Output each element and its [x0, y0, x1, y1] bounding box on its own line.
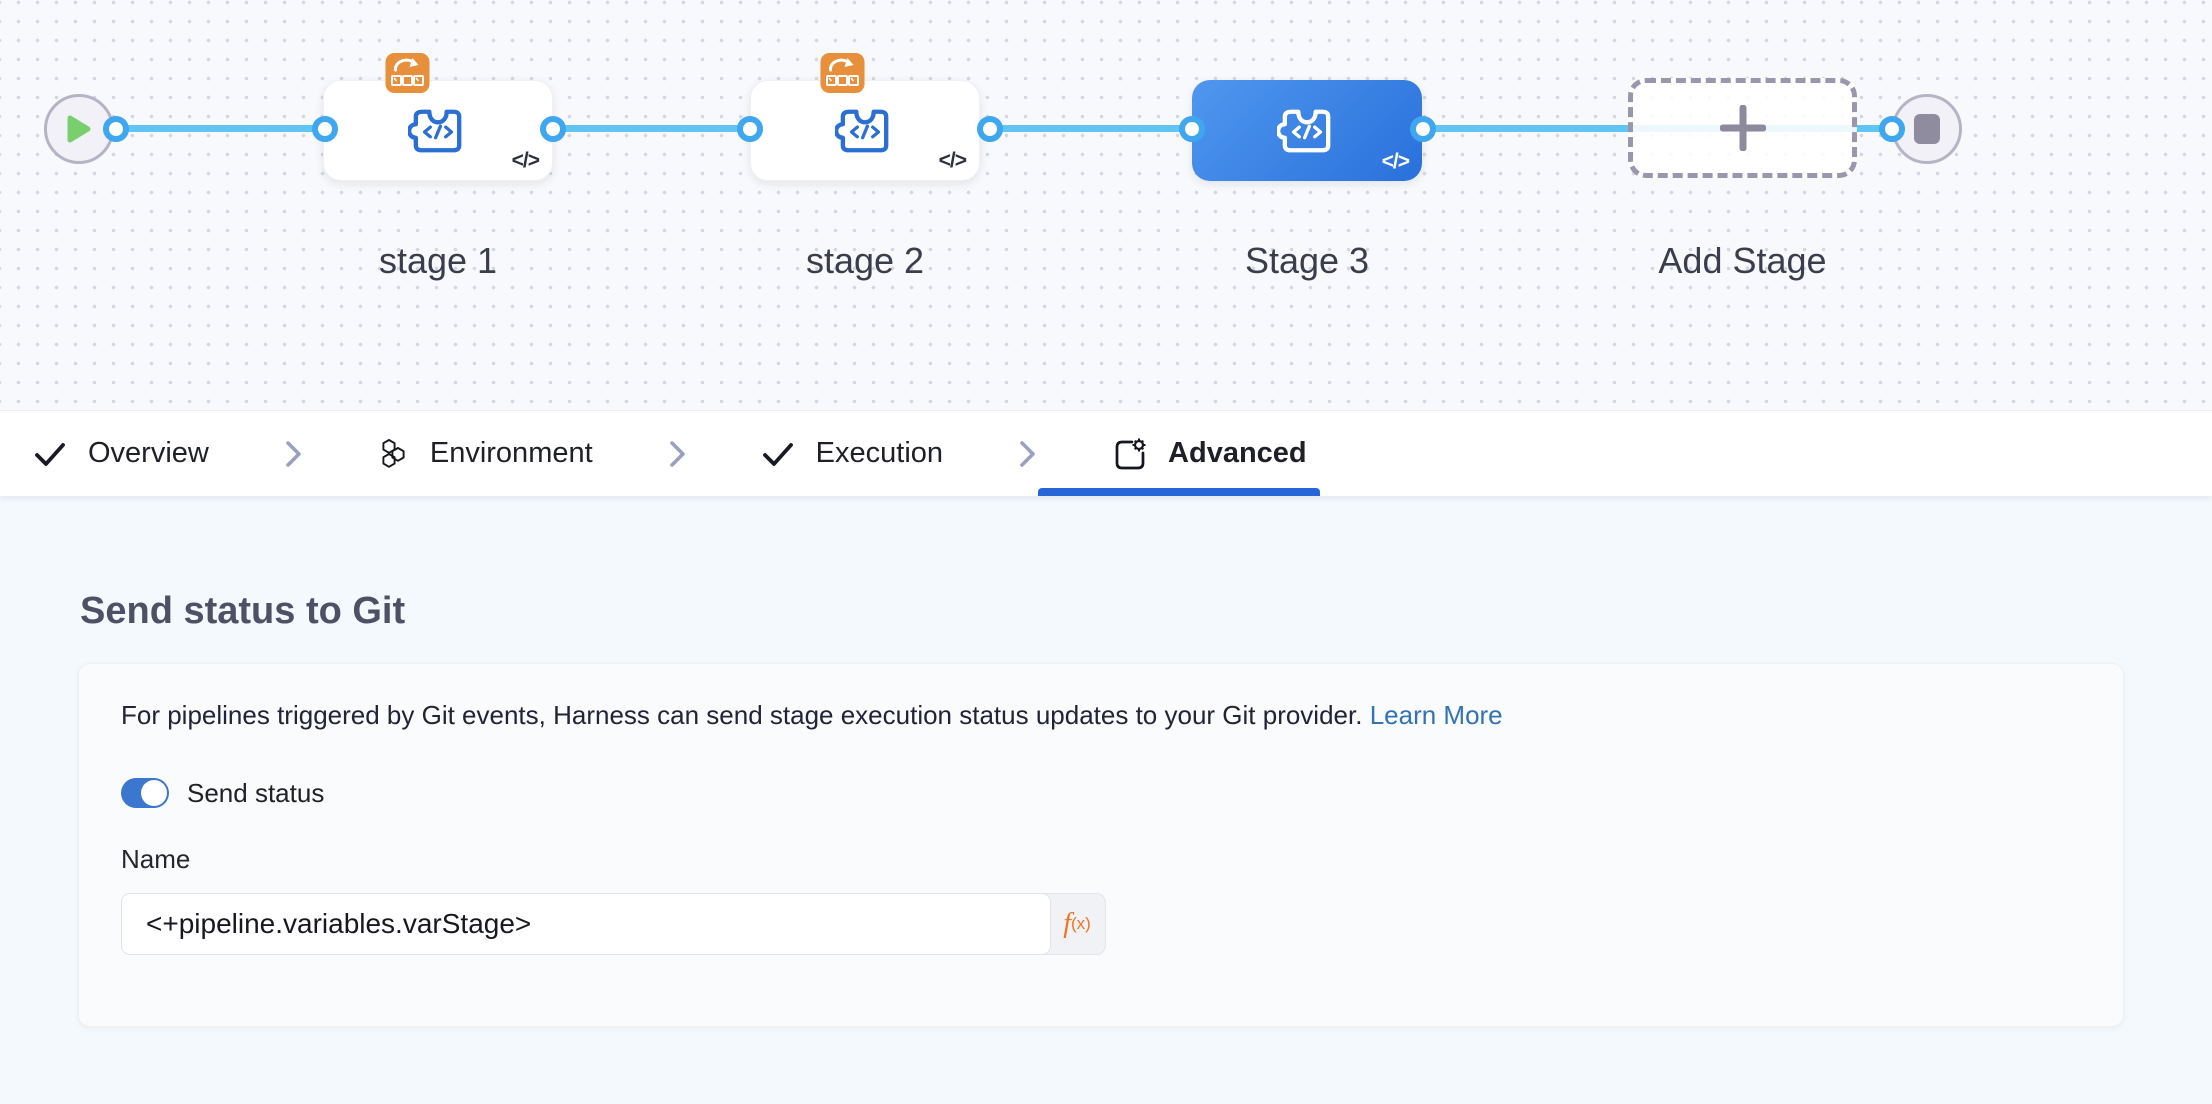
name-field-group: f(x): [121, 893, 1106, 955]
custom-stage-icon: [835, 109, 889, 152]
rolling-strategy-badge-icon: [385, 53, 430, 93]
stop-icon: [1914, 114, 1940, 144]
tab-environment[interactable]: Environment: [377, 437, 593, 470]
add-stage-label: Add Stage: [1658, 240, 1827, 281]
tab-label: Execution: [815, 437, 944, 469]
stage-label: stage 2: [805, 240, 925, 281]
custom-stage-icon: [408, 109, 462, 152]
stage-card-1[interactable]: </>: [323, 80, 553, 181]
send-status-toggle[interactable]: [121, 778, 169, 808]
node-port[interactable]: [1179, 116, 1205, 142]
yaml-code-glyph: </>: [938, 149, 967, 172]
fx-f: f: [1063, 908, 1071, 939]
active-tab-underline: [1038, 488, 1320, 496]
custom-stage-icon: [1277, 109, 1331, 152]
section-title: Send status to Git: [80, 590, 406, 632]
play-icon: [67, 115, 91, 143]
send-status-card: For pipelines triggered by Git events, H…: [78, 663, 2124, 1027]
tab-label: Overview: [88, 437, 209, 469]
chevron-right-icon: [667, 438, 687, 470]
learn-more-link[interactable]: Learn More: [1369, 700, 1503, 730]
check-icon: [762, 442, 793, 466]
stage-card-3-selected[interactable]: </>: [1192, 80, 1422, 181]
node-port[interactable]: [540, 116, 566, 142]
rolling-strategy-badge-icon: [820, 53, 865, 93]
add-stage-button[interactable]: [1628, 78, 1857, 178]
send-status-description: For pipelines triggered by Git events, H…: [121, 700, 1503, 731]
stage-card-2[interactable]: </>: [750, 80, 980, 181]
tab-execution[interactable]: Execution: [761, 437, 943, 470]
node-port[interactable]: [1879, 116, 1905, 142]
name-input[interactable]: [121, 893, 1051, 955]
pipeline-connector-line: [79, 125, 1927, 132]
gear-doc-icon: [1115, 438, 1146, 469]
yaml-code-glyph: </>: [1381, 150, 1410, 173]
node-port[interactable]: [1410, 116, 1436, 142]
chevron-right-icon: [1017, 438, 1037, 470]
check-icon: [35, 442, 65, 466]
yaml-code-glyph: </>: [511, 149, 540, 172]
stage-label: Stage 3: [1244, 240, 1370, 281]
stage-config-tabbar: Overview Environment Execution: [0, 410, 2212, 496]
description-text: For pipelines triggered by Git events, H…: [121, 700, 1363, 730]
toggle-label: Send status: [187, 778, 325, 808]
hexagons-icon: [382, 438, 405, 468]
expression-fx-button[interactable]: f(x): [1049, 894, 1105, 954]
tab-advanced[interactable]: Advanced: [1111, 436, 1307, 472]
name-field-label: Name: [121, 844, 191, 874]
node-port[interactable]: [737, 116, 763, 142]
pipeline-canvas[interactable]: </> </> </>: [0, 0, 2212, 410]
chevron-right-icon: [283, 438, 303, 470]
plus-icon: [1719, 105, 1766, 151]
node-port[interactable]: [312, 116, 338, 142]
tab-label: Environment: [429, 437, 593, 469]
toggle-knob: [141, 780, 167, 806]
node-port[interactable]: [977, 116, 1003, 142]
pipeline-start-node: [44, 94, 114, 164]
node-port[interactable]: [103, 116, 129, 142]
fx-sub: (x): [1070, 914, 1091, 933]
stage-label: stage 1: [378, 240, 498, 281]
tab-overview[interactable]: Overview: [33, 437, 209, 470]
tab-label: Advanced: [1168, 437, 1307, 469]
